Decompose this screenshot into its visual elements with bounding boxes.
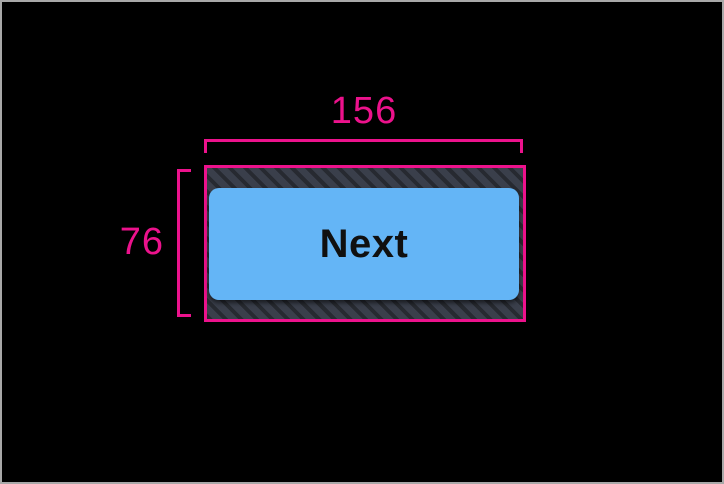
width-measure-bracket bbox=[204, 139, 523, 153]
selected-widget-outline: Next bbox=[204, 165, 526, 322]
width-dimension-label: 156 bbox=[330, 90, 398, 132]
height-dimension-label: 76 bbox=[119, 221, 164, 263]
height-measure-bracket bbox=[177, 169, 191, 317]
next-button[interactable]: Next bbox=[209, 188, 519, 300]
